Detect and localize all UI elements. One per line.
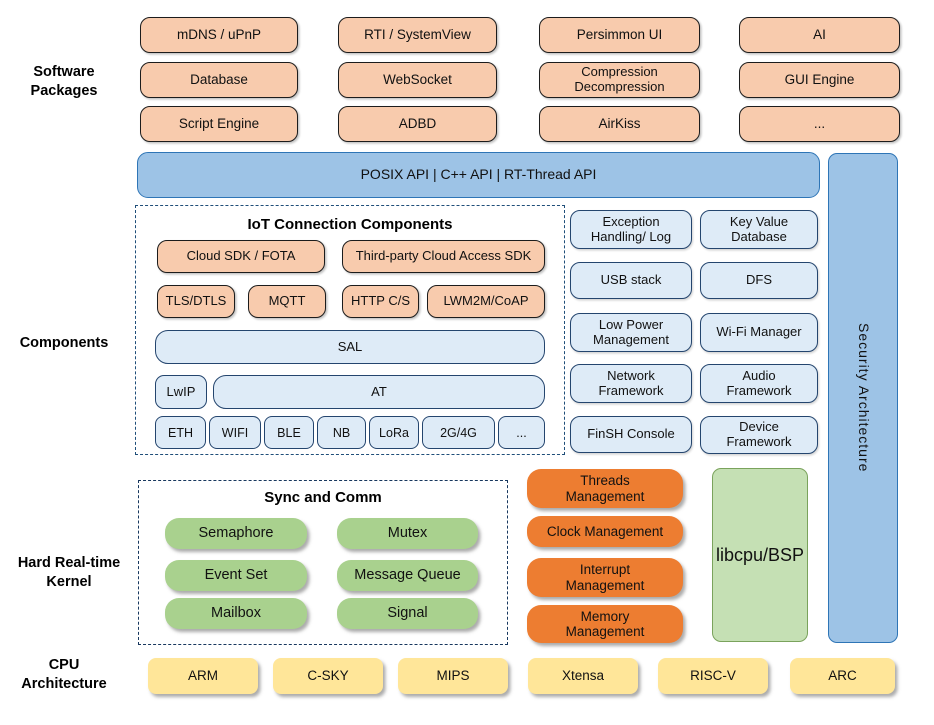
layer-label-cpu: CPU Architecture bbox=[21, 657, 107, 692]
cpu-box-arm: ARM bbox=[148, 658, 258, 694]
iot-connection-components-box bbox=[135, 205, 565, 455]
service-box-dfs: DFS bbox=[700, 262, 818, 299]
iot-box-lwip: LwIP bbox=[155, 375, 207, 409]
iot-box-cloud-sdk-fota: Cloud SDK / FOTA bbox=[157, 240, 325, 273]
cpu-box-csky: C-SKY bbox=[273, 658, 383, 694]
service-box-low-power-management: Low Power Management bbox=[570, 313, 692, 352]
kernel-box-mutex: Mutex bbox=[337, 518, 478, 549]
service-box-key-value-database: Key Value Database bbox=[700, 210, 818, 249]
sync-and-comm-title: Sync and Comm bbox=[264, 489, 382, 506]
layer-label-software-packages: Software Packages bbox=[30, 64, 98, 99]
iot-connection-components-title: IoT Connection Components bbox=[247, 216, 453, 233]
iot-link-2g4g: 2G/4G bbox=[422, 416, 495, 449]
libcpu-bsp-box: libcpu/BSP bbox=[712, 468, 808, 642]
package-box-persimmon-ui: Persimmon UI bbox=[539, 17, 700, 53]
kernel-box-threads-management: Threads Management bbox=[527, 469, 683, 508]
service-box-finsh-console: FinSH Console bbox=[570, 416, 692, 453]
kernel-box-memory-management: Memory Management bbox=[527, 605, 683, 643]
iot-box-third-party-cloud-sdk: Third-party Cloud Access SDK bbox=[342, 240, 545, 273]
api-bar: POSIX API | C++ API | RT-Thread API bbox=[137, 152, 820, 198]
package-box-airkiss: AirKiss bbox=[539, 106, 700, 142]
iot-link-nb: NB bbox=[317, 416, 366, 449]
service-box-device-framework: Device Framework bbox=[700, 416, 818, 454]
package-box-mdns-upnp: mDNS / uPnP bbox=[140, 17, 298, 53]
package-box-ai: AI bbox=[739, 17, 900, 53]
layer-label-components: Components bbox=[19, 335, 109, 351]
cpu-box-arc: ARC bbox=[790, 658, 895, 694]
package-box-more: ... bbox=[739, 106, 900, 142]
iot-box-lwm2m-coap: LWM2M/CoAP bbox=[427, 285, 545, 318]
iot-box-at: AT bbox=[213, 375, 545, 409]
iot-link-eth: ETH bbox=[155, 416, 206, 449]
kernel-box-clock-management: Clock Management bbox=[527, 516, 683, 547]
kernel-box-interrupt-management: Interrupt Management bbox=[527, 558, 683, 597]
package-box-rti-systemview: RTI / SystemView bbox=[338, 17, 497, 53]
iot-link-more: ... bbox=[498, 416, 545, 449]
package-box-adbd: ADBD bbox=[338, 106, 497, 142]
package-box-gui-engine: GUI Engine bbox=[739, 62, 900, 98]
layer-label-kernel: Hard Real-time Kernel bbox=[17, 555, 121, 590]
service-box-audio-framework: Audio Framework bbox=[700, 364, 818, 403]
package-box-compression: Compression Decompression bbox=[539, 62, 700, 98]
kernel-box-message-queue: Message Queue bbox=[337, 560, 478, 591]
kernel-box-mailbox: Mailbox bbox=[165, 598, 307, 629]
kernel-box-event-set: Event Set bbox=[165, 560, 307, 591]
service-box-exception-handling-log: Exception Handling/ Log bbox=[570, 210, 692, 249]
iot-link-wifi: WIFI bbox=[209, 416, 261, 449]
security-architecture-label: Security Architecture bbox=[855, 323, 872, 473]
iot-link-ble: BLE bbox=[264, 416, 314, 449]
security-architecture-bar: Security Architecture bbox=[828, 153, 898, 643]
package-box-database: Database bbox=[140, 62, 298, 98]
iot-link-lora: LoRa bbox=[369, 416, 419, 449]
service-box-usb-stack: USB stack bbox=[570, 262, 692, 299]
service-box-wifi-manager: Wi-Fi Manager bbox=[700, 313, 818, 352]
cpu-box-xtensa: Xtensa bbox=[528, 658, 638, 694]
iot-box-mqtt: MQTT bbox=[248, 285, 326, 318]
iot-box-tls-dtls: TLS/DTLS bbox=[157, 285, 235, 318]
package-box-script-engine: Script Engine bbox=[140, 106, 298, 142]
cpu-box-riscv: RISC-V bbox=[658, 658, 768, 694]
iot-box-http-cs: HTTP C/S bbox=[342, 285, 419, 318]
package-box-websocket: WebSocket bbox=[338, 62, 497, 98]
sync-and-comm-box bbox=[138, 480, 508, 645]
kernel-box-signal: Signal bbox=[337, 598, 478, 629]
kernel-box-semaphore: Semaphore bbox=[165, 518, 307, 549]
service-box-network-framework: Network Framework bbox=[570, 364, 692, 403]
cpu-box-mips: MIPS bbox=[398, 658, 508, 694]
iot-box-sal: SAL bbox=[155, 330, 545, 364]
